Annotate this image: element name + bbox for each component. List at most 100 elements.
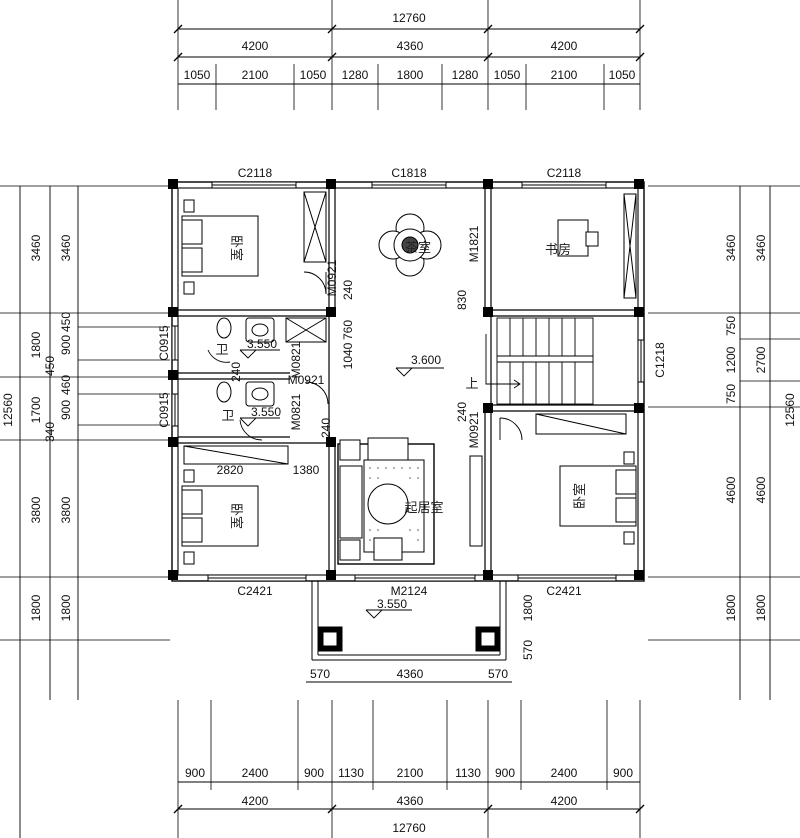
dim-interior-240-c: 240 <box>319 418 333 438</box>
staircase <box>485 317 594 405</box>
dim-left-outer-2: 1800 <box>29 331 43 358</box>
bed-bottom-left <box>181 445 289 565</box>
dim-bottom-part-4: 1130 <box>338 766 364 780</box>
window-c2421-left: C2421 <box>237 584 273 598</box>
dim-left-total: 12560 <box>1 393 15 427</box>
dim-bottom-part-5: 2100 <box>397 766 424 780</box>
dim-bottom-part-6: 1130 <box>455 766 481 780</box>
dim-left-part-1: 3460 <box>59 234 73 261</box>
dim-right-part-3: 1200 <box>724 346 738 373</box>
dim-porch-3: 570 <box>488 667 508 681</box>
dim-left-outer-4: 3800 <box>29 496 43 523</box>
dim-bottom-part-7: 900 <box>495 766 515 780</box>
door-m2124: M2124 <box>391 584 428 598</box>
level-porch: 3.550 <box>377 597 407 611</box>
window-c2118-right: C2118 <box>547 166 582 180</box>
dim-left-part-5: 900 <box>59 400 73 420</box>
living-rug-pattern <box>369 467 419 541</box>
bathroom-fixtures <box>216 317 327 407</box>
dim-left-part-9: 1800 <box>59 594 73 621</box>
window-c1218: C1218 <box>653 342 667 378</box>
dim-interior-1040: 1040 <box>341 342 355 369</box>
dim-interior-570: 570 <box>521 640 535 660</box>
dim-top-part-5: 1800 <box>397 68 424 82</box>
level-bath2: 3.550 <box>251 405 281 419</box>
door-m0921-c: M0921 <box>288 373 325 387</box>
dim-top-part-7: 1050 <box>494 68 521 82</box>
window-c0915-a: C0915 <box>157 325 171 361</box>
dim-right-bay-2: 2700 <box>754 346 768 373</box>
dim-right-bay-1: 3460 <box>754 234 768 261</box>
dim-top-bay-1: 4200 <box>242 39 269 53</box>
stair-up-label: 上 <box>465 377 478 392</box>
room-tea: 茶室 <box>405 240 431 256</box>
level-markers <box>239 349 444 619</box>
bed-right <box>535 413 637 545</box>
dim-bottom-part-9: 900 <box>613 766 633 780</box>
structural-columns <box>168 179 644 580</box>
door-m0821-b: M0821 <box>289 393 303 430</box>
door-m0821-a: M0821 <box>289 341 303 378</box>
dim-top-part-2: 2100 <box>242 68 269 82</box>
dim-right-bay-4: 1800 <box>754 594 768 621</box>
dim-interior-2820: 2820 <box>217 463 244 477</box>
tea-table <box>378 213 442 277</box>
level-main: 3.600 <box>411 353 441 367</box>
window-c2421-right: C2421 <box>546 584 582 598</box>
dim-bottom-part-8: 2400 <box>551 766 578 780</box>
dim-interior-240-b: 240 <box>455 402 469 422</box>
dim-porch-1: 570 <box>310 667 330 681</box>
dim-right-part-6: 1800 <box>724 594 738 621</box>
dim-left-part-7: 340 <box>43 422 57 442</box>
dim-top-part-4: 1280 <box>342 68 369 82</box>
dim-top-total: 12760 <box>392 11 426 25</box>
dim-right-part-4: 750 <box>724 384 738 404</box>
dim-interior-760: 760 <box>341 320 355 340</box>
dim-right-part-2: 750 <box>724 316 738 336</box>
room-bedroom-top-left: 卧室 <box>228 235 244 261</box>
room-bath1: 卫 <box>215 343 228 358</box>
room-study: 书房 <box>545 242 571 258</box>
dim-interior-240-d: 240 <box>229 362 243 382</box>
dim-bottom-part-3: 900 <box>304 766 324 780</box>
door-m0921-a: M0921 <box>325 259 339 296</box>
dim-left-part-4: 450 <box>43 356 57 376</box>
dim-interior-1800: 1800 <box>521 594 535 621</box>
dim-right-bay-3: 4600 <box>754 476 768 503</box>
bed-top-left <box>181 191 327 295</box>
dim-left-outer-3: 1700 <box>29 396 43 423</box>
porch <box>311 581 507 661</box>
door-m0921-b: M0921 <box>467 411 481 448</box>
dim-bottom-total: 12760 <box>392 821 426 835</box>
door-m1821: M1821 <box>467 225 481 262</box>
dim-top-bay-2: 4360 <box>397 39 424 53</box>
dim-right-part-5: 4600 <box>724 476 738 503</box>
window-c0915-b: C0915 <box>157 392 171 428</box>
dim-porch-2: 4360 <box>397 667 424 681</box>
dim-top-bay-3: 4200 <box>551 39 578 53</box>
room-living: 起居室 <box>404 500 443 516</box>
dim-left-part-3: 450 <box>59 312 73 332</box>
room-bath2: 卫 <box>221 409 234 424</box>
dim-interior-830: 830 <box>455 290 469 310</box>
dim-bottom-bay-3: 4200 <box>551 794 578 808</box>
dim-right-total: 12560 <box>783 393 797 427</box>
dim-left-part-2: 900 <box>59 335 73 355</box>
dim-top-part-9: 1050 <box>609 68 636 82</box>
dim-right-part-1: 3460 <box>724 234 738 261</box>
dim-interior-240-a: 240 <box>341 280 355 300</box>
window-c1818: C1818 <box>391 166 427 180</box>
dim-left-outer-5: 1800 <box>29 594 43 621</box>
dim-top-part-6: 1280 <box>452 68 479 82</box>
windows <box>171 181 645 582</box>
level-bath1: 3.550 <box>247 337 277 351</box>
window-c2118-left: C2118 <box>238 166 273 180</box>
dim-left-part-8: 3800 <box>59 496 73 523</box>
dim-top-part-3: 1050 <box>300 68 327 82</box>
dim-bottom-part-2: 2400 <box>242 766 269 780</box>
room-bedroom-right: 卧室 <box>572 483 588 509</box>
dim-top-part-1: 1050 <box>184 68 211 82</box>
